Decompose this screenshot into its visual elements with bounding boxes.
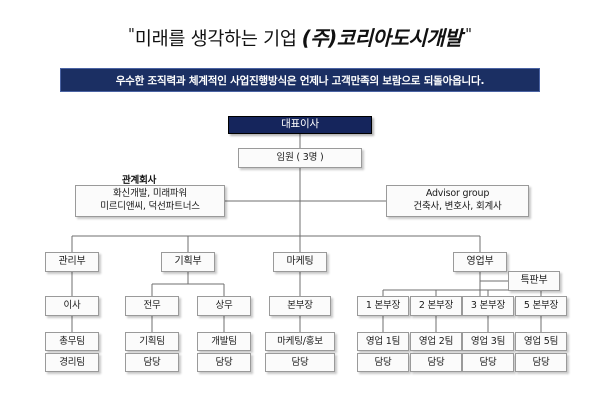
opening-quote-mark: " bbox=[128, 25, 135, 43]
node-team-sales-1[interactable]: 영업 1팀 bbox=[357, 332, 409, 351]
node-team-sales-2-staff[interactable]: 담당 bbox=[410, 353, 462, 372]
node-team-planning[interactable]: 기획팀 bbox=[125, 332, 179, 351]
node-team-sales-1-label: 영업 1팀 bbox=[365, 335, 401, 347]
node-sales-head-3-label: 3 본부장 bbox=[470, 300, 506, 312]
page-title: "미래를 생각하는 기업(주)코리아도시개발" bbox=[0, 25, 600, 50]
node-special-sales[interactable]: 특판부 bbox=[508, 271, 560, 291]
node-team-development-staff[interactable]: 담당 bbox=[197, 353, 251, 372]
node-department-planning[interactable]: 기획부 bbox=[161, 252, 215, 272]
node-department-sales[interactable]: 영업부 bbox=[453, 252, 507, 272]
node-marketing-head-label: 본부장 bbox=[287, 300, 313, 312]
node-sales-head-2-label: 2 본부장 bbox=[418, 300, 454, 312]
node-team-development[interactable]: 개발팀 bbox=[197, 332, 251, 351]
node-team-sales-5-label: 영업 5팀 bbox=[523, 335, 559, 347]
affiliates-section-label-text: 관계회사 bbox=[122, 175, 157, 186]
node-team-sales-3-staff[interactable]: 담당 bbox=[462, 353, 514, 372]
node-executives[interactable]: 임원 ( 3명 ) bbox=[238, 148, 362, 168]
node-planning-senior-director-label: 전무 bbox=[143, 300, 161, 312]
affiliates-section-label: 관계회사 bbox=[122, 172, 156, 186]
node-department-admin[interactable]: 관리부 bbox=[45, 252, 99, 272]
node-advisor-line-1: Advisor group bbox=[425, 188, 490, 200]
node-team-development-label: 개발팀 bbox=[211, 335, 237, 347]
node-team-general-affairs[interactable]: 총무팀 bbox=[45, 332, 99, 351]
node-planning-senior-director[interactable]: 전무 bbox=[125, 296, 179, 316]
node-affiliates-line-2: 미르디앤씨, 덕선파트너스 bbox=[100, 201, 200, 212]
node-sales-head-5-label: 5 본부장 bbox=[523, 300, 559, 312]
node-team-planning-staff-label: 담당 bbox=[143, 356, 161, 368]
node-department-sales-label: 영업부 bbox=[466, 255, 494, 267]
subtitle-banner: 우수한 조직력과 체계적인 사업진행방식은 언제나 고객만족의 보람으로 되돌아… bbox=[60, 68, 540, 92]
node-team-planning-label: 기획팀 bbox=[139, 335, 165, 347]
node-sales-head-1[interactable]: 1 본부장 bbox=[357, 296, 409, 316]
node-department-planning-label: 기획부 bbox=[174, 255, 202, 267]
node-team-accounting[interactable]: 경리팀 bbox=[45, 353, 99, 372]
node-special-sales-label: 특판부 bbox=[520, 274, 548, 286]
node-marketing-head[interactable]: 본부장 bbox=[269, 296, 331, 316]
node-team-sales-3-label: 영업 3팀 bbox=[470, 335, 506, 347]
node-team-marketing-staff-label: 담당 bbox=[291, 356, 309, 368]
node-team-development-staff-label: 담당 bbox=[215, 356, 233, 368]
node-team-sales-5[interactable]: 영업 5팀 bbox=[515, 332, 567, 351]
node-team-sales-1-staff-label: 담당 bbox=[374, 356, 392, 368]
node-sales-head-2[interactable]: 2 본부장 bbox=[410, 296, 462, 316]
title-tagline: 미래를 생각하는 기업 bbox=[134, 29, 297, 50]
node-team-marketing-pr-label: 마케팅/홍보 bbox=[277, 335, 323, 347]
node-team-sales-3[interactable]: 영업 3팀 bbox=[462, 332, 514, 351]
node-sales-head-5[interactable]: 5 본부장 bbox=[515, 296, 567, 316]
node-department-marketing-label: 마케팅 bbox=[286, 255, 314, 267]
node-team-sales-2[interactable]: 영업 2팀 bbox=[410, 332, 462, 351]
node-team-planning-staff[interactable]: 담당 bbox=[125, 353, 179, 372]
subtitle-banner-text: 우수한 조직력과 체계적인 사업진행방식은 언제나 고객만족의 보람으로 되돌아… bbox=[115, 74, 485, 87]
node-team-marketing-staff[interactable]: 담당 bbox=[265, 353, 335, 372]
node-team-sales-5-staff[interactable]: 담당 bbox=[515, 353, 567, 372]
node-team-sales-1-staff[interactable]: 담당 bbox=[357, 353, 409, 372]
node-team-sales-2-staff-label: 담당 bbox=[427, 356, 445, 368]
node-sales-head-3[interactable]: 3 본부장 bbox=[462, 296, 514, 316]
node-ceo-label: 대표이사 bbox=[281, 118, 319, 131]
node-executives-label: 임원 ( 3명 ) bbox=[276, 152, 324, 164]
node-team-general-affairs-label: 총무팀 bbox=[59, 335, 85, 347]
closing-quote-mark: " bbox=[465, 25, 472, 43]
node-team-sales-3-staff-label: 담당 bbox=[479, 356, 497, 368]
node-team-sales-2-label: 영업 2팀 bbox=[418, 335, 454, 347]
node-sales-head-1-label: 1 본부장 bbox=[365, 300, 401, 312]
node-department-marketing[interactable]: 마케팅 bbox=[273, 252, 327, 272]
node-team-marketing-pr[interactable]: 마케팅/홍보 bbox=[265, 332, 335, 351]
node-admin-director-label: 이사 bbox=[63, 300, 81, 312]
node-advisor-group[interactable]: Advisor group 건축사, 변호사, 회계사 bbox=[386, 185, 529, 217]
node-planning-managing-director[interactable]: 상무 bbox=[197, 296, 251, 316]
node-planning-managing-director-label: 상무 bbox=[215, 300, 233, 312]
title-company-name: (주)코리아도시개발 bbox=[301, 26, 463, 50]
node-advisor-line-2: 건축사, 변호사, 회계사 bbox=[413, 201, 502, 212]
node-ceo[interactable]: 대표이사 bbox=[228, 116, 372, 134]
node-affiliated-companies[interactable]: 화신개발, 미래파워 미르디앤씨, 덕선파트너스 bbox=[75, 185, 225, 217]
node-department-admin-label: 관리부 bbox=[58, 255, 86, 267]
node-team-accounting-label: 경리팀 bbox=[59, 356, 85, 368]
node-admin-director[interactable]: 이사 bbox=[45, 296, 99, 316]
node-team-sales-5-staff-label: 담당 bbox=[532, 356, 550, 368]
node-affiliates-line-1: 화신개발, 미래파워 bbox=[113, 188, 187, 200]
